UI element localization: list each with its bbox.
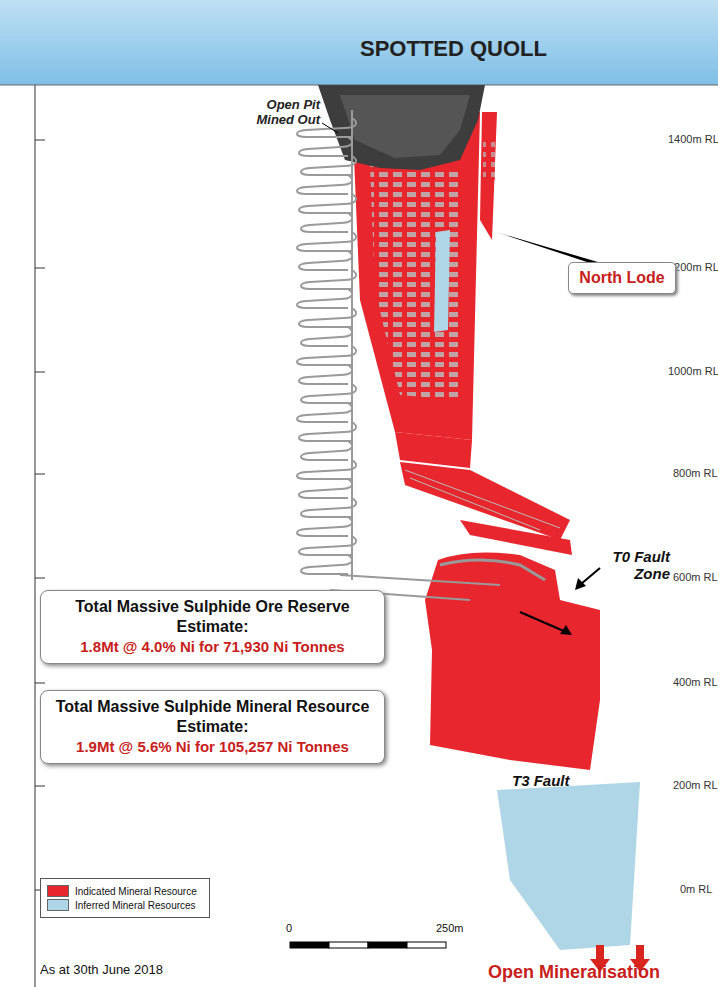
- legend-swatch: [47, 899, 69, 911]
- legend-box: Indicated Mineral ResourceInferred Miner…: [40, 878, 210, 918]
- legend-swatch: [47, 885, 69, 897]
- estimate-box: Total Massive Sulphide Ore Reserve Estim…: [40, 590, 385, 664]
- box-heading: Total Massive Sulphide Ore Reserve Estim…: [49, 597, 376, 637]
- estimate-box: Total Massive Sulphide Mineral Resource …: [40, 690, 385, 764]
- box-heading: North Lode: [573, 269, 671, 287]
- elevation-label: 200m RL: [673, 779, 718, 791]
- map-label: Open Mineralisation: [488, 962, 660, 983]
- elevation-label: 1400m RL: [668, 133, 718, 145]
- pit-label: Open Pit Mined Out: [240, 97, 320, 127]
- map-label: T0 Fault Zone: [600, 548, 670, 582]
- elevation-label: 800m RL: [673, 467, 718, 479]
- elevation-label: 1000m RL: [668, 365, 718, 377]
- callout-box: North Lode: [568, 262, 676, 294]
- map-label: 0: [286, 922, 292, 934]
- elevation-label: 600m RL: [673, 571, 718, 583]
- elevation-label: 400m RL: [673, 676, 718, 688]
- title: SPOTTED QUOLL: [360, 36, 547, 62]
- box-value: 1.8Mt @ 4.0% Ni for 71,930 Ni Tonnes: [49, 637, 376, 657]
- elevation-label: 0m RL: [680, 883, 712, 895]
- map-label: T3 Fault: [512, 772, 570, 789]
- legend-row: Indicated Mineral Resource: [47, 885, 203, 897]
- box-value: 1.9Mt @ 5.6% Ni for 105,257 Ni Tonnes: [49, 737, 376, 757]
- legend-text: Indicated Mineral Resource: [75, 886, 197, 897]
- map-label: As at 30th June 2018: [40, 962, 163, 977]
- map-label: 250m: [436, 922, 464, 934]
- legend-row: Inferred Mineral Resources: [47, 899, 203, 911]
- legend-text: Inferred Mineral Resources: [75, 900, 196, 911]
- box-heading: Total Massive Sulphide Mineral Resource …: [49, 697, 376, 737]
